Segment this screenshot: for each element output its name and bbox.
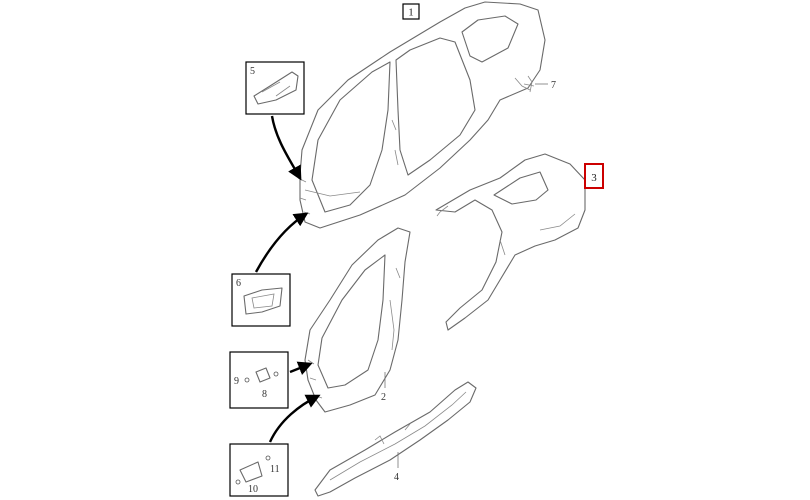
rear-quarter-panel-part[interactable]	[435, 153, 586, 331]
svg-text:1: 1	[408, 7, 414, 19]
callout-4[interactable]: 4	[394, 452, 399, 483]
callout-7[interactable]: 7	[523, 75, 556, 93]
body-side-panel-part[interactable]	[297, 1, 546, 229]
arrow-8-to-part	[289, 361, 313, 375]
svg-text:7: 7	[551, 80, 556, 91]
svg-text:5: 5	[250, 66, 255, 77]
arrow-5-to-part	[270, 115, 302, 181]
svg-text:10: 10	[248, 484, 258, 495]
callout-2[interactable]: 2	[381, 372, 386, 403]
svg-text:4: 4	[394, 472, 399, 483]
rocker-sill-part[interactable]	[314, 381, 477, 497]
svg-text:9: 9	[234, 376, 239, 387]
side-frame-part[interactable]	[304, 227, 411, 413]
callout-3-selected[interactable]: 3	[584, 163, 604, 189]
arrow-6-to-part	[254, 212, 309, 273]
svg-text:11: 11	[270, 464, 280, 475]
callout-1[interactable]: 1	[402, 3, 420, 20]
svg-text:6: 6	[236, 278, 241, 289]
svg-text:8: 8	[262, 389, 267, 400]
svg-text:3: 3	[591, 172, 597, 184]
detail-box-8-9[interactable]: 9 8	[229, 351, 289, 409]
detail-box-5[interactable]: 5	[245, 61, 305, 115]
detail-box-10-11[interactable]: 11 10	[229, 443, 289, 497]
svg-text:2: 2	[381, 392, 386, 403]
detail-box-6[interactable]: 6	[231, 273, 291, 327]
arrow-10-to-part	[268, 394, 321, 443]
